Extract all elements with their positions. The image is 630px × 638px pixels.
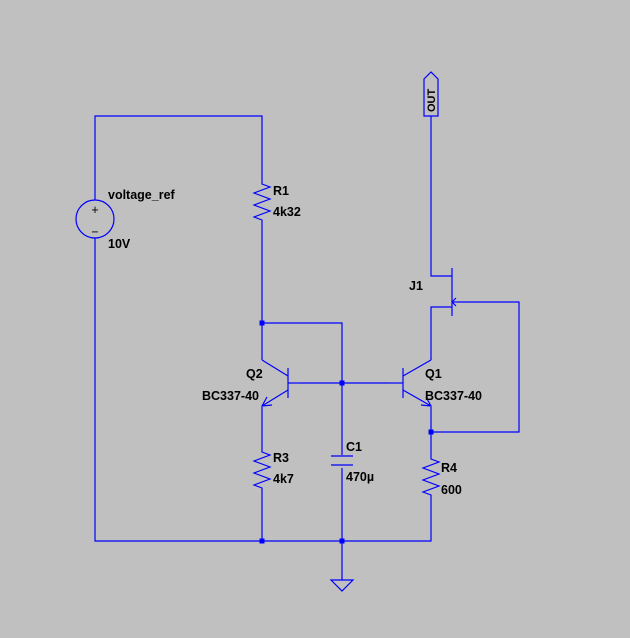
c1-name: C1 — [346, 440, 362, 454]
r3-value: 4k7 — [273, 472, 294, 486]
r1-value: 4k32 — [273, 205, 301, 219]
j1-name: J1 — [409, 279, 423, 293]
junction-dot — [339, 380, 345, 386]
voltage-source-minus: − — [91, 225, 98, 239]
resistor-r1-symbol[interactable] — [252, 180, 272, 222]
wire-q2c-base — [262, 322, 343, 455]
wire-q1c-j1 — [430, 306, 452, 360]
capacitor-c1-symbol[interactable] — [331, 455, 353, 466]
junction-dot — [428, 429, 434, 435]
junction-dot — [339, 538, 345, 544]
voltage-source-value: 10V — [108, 237, 131, 251]
wire-source-bottom — [94, 238, 432, 542]
wire-j1-out — [430, 116, 452, 277]
r1-name: R1 — [273, 184, 289, 198]
voltage-source-symbol[interactable]: + − — [75, 199, 115, 239]
wire-source-top — [94, 115, 263, 200]
r4-name: R4 — [441, 461, 457, 475]
c1-value: 470µ — [346, 470, 374, 484]
wires — [94, 115, 520, 580]
voltage-source-plus: + — [91, 203, 98, 217]
r4-value: 600 — [441, 483, 462, 497]
transistor-q1-symbol[interactable] — [390, 359, 433, 407]
ground-symbol[interactable] — [329, 579, 355, 592]
jfet-j1-symbol[interactable] — [451, 268, 458, 316]
transistor-q2-symbol[interactable] — [260, 358, 300, 407]
resistor-r4-symbol[interactable] — [421, 455, 441, 497]
junction-dot — [259, 320, 265, 326]
out-port-label: OUT — [426, 89, 438, 113]
junction-dot — [259, 538, 265, 544]
out-port-flag[interactable]: OUT — [423, 71, 439, 117]
junctions — [259, 320, 434, 544]
resistor-r3-symbol[interactable] — [252, 448, 272, 490]
q1-value: BC337-40 — [425, 389, 482, 403]
q1-name: Q1 — [425, 367, 442, 381]
q2-value: BC337-40 — [202, 389, 259, 403]
wire-j1-gate — [431, 301, 520, 433]
r3-name: R3 — [273, 451, 289, 465]
voltage-source-name: voltage_ref — [108, 188, 176, 202]
q2-name: Q2 — [246, 367, 263, 381]
